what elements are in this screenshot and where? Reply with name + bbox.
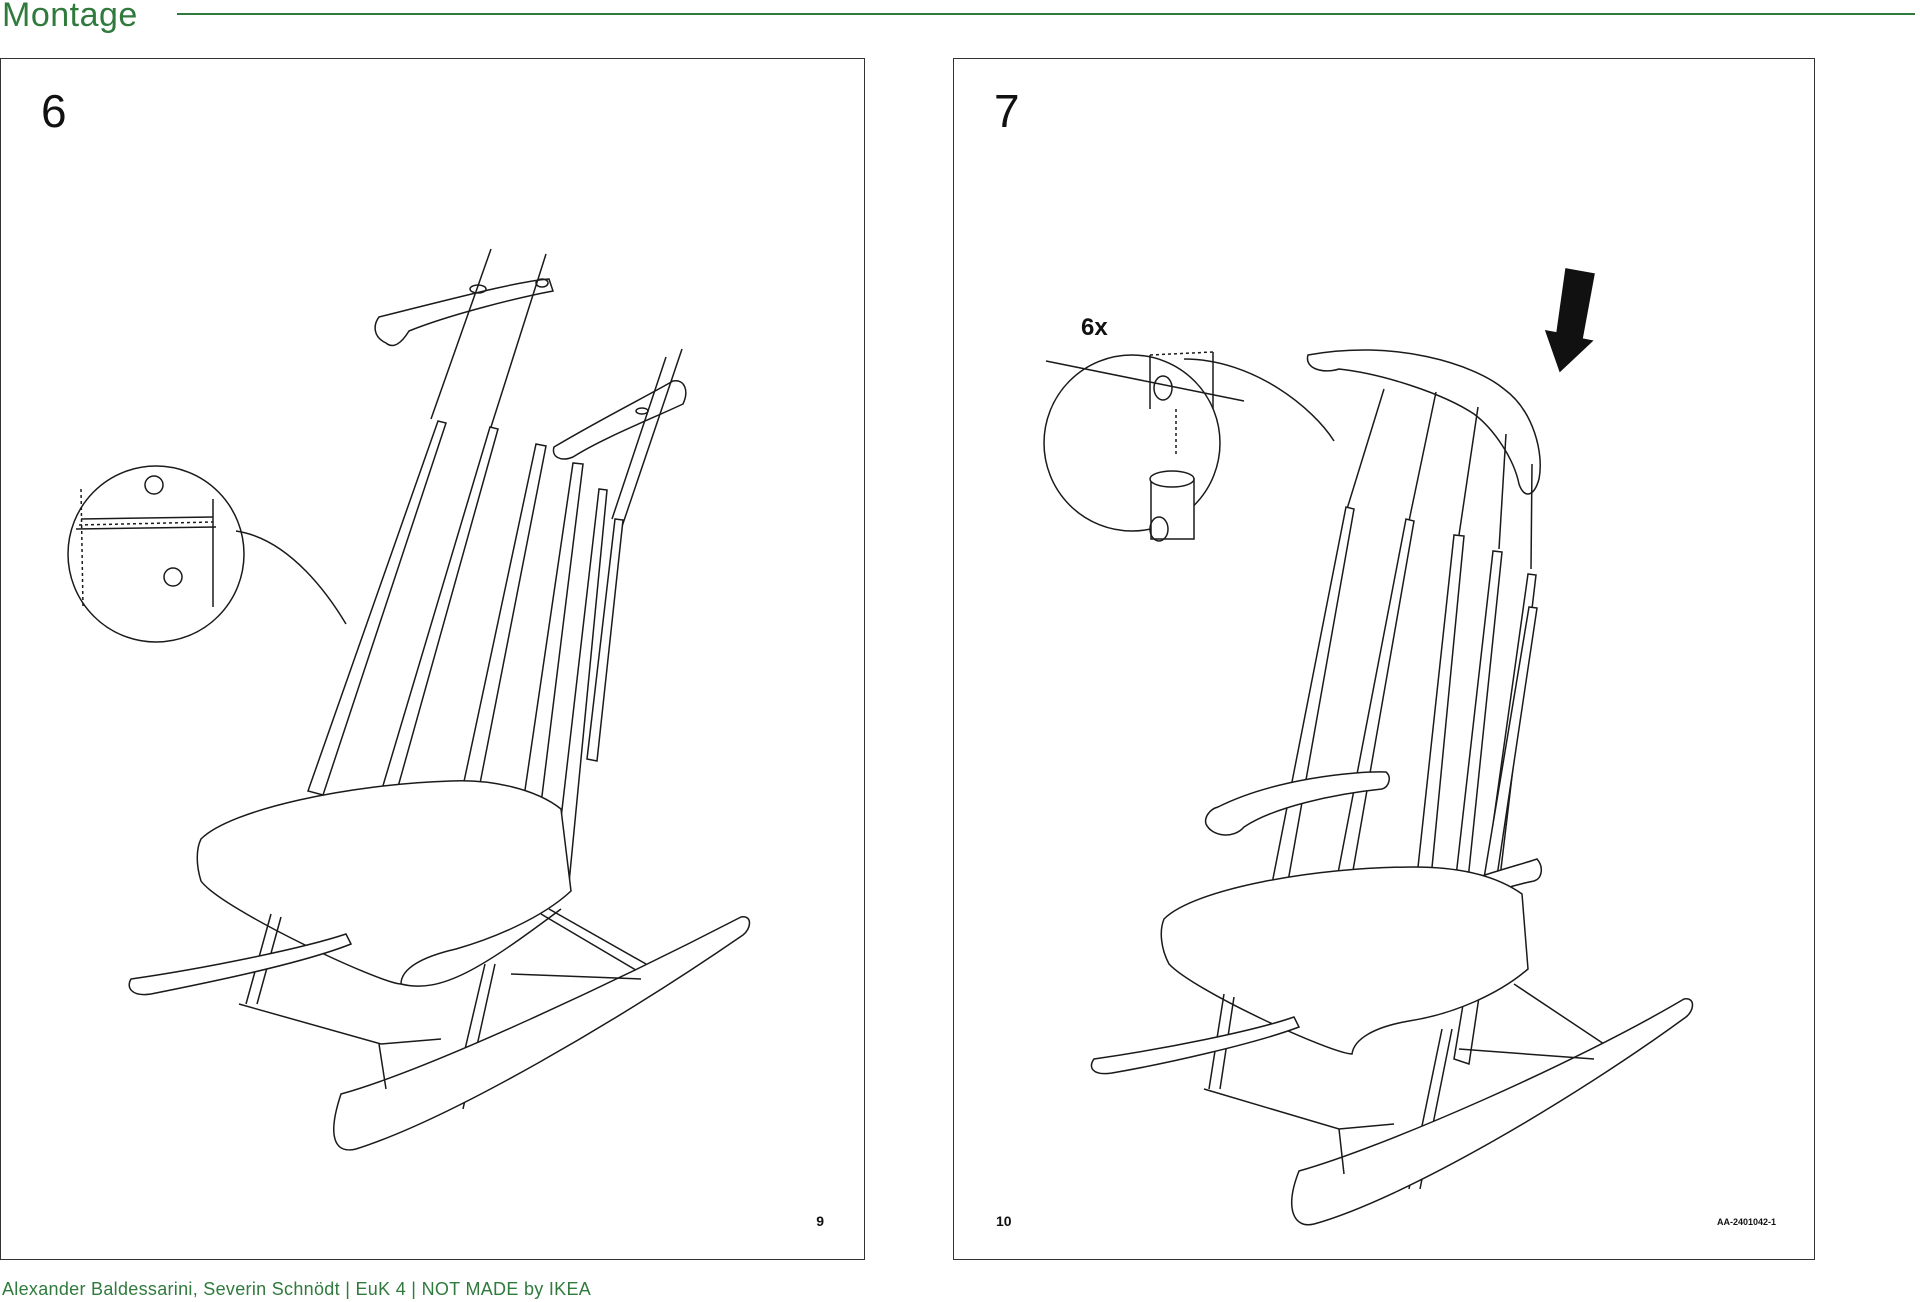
- footer-credits: Alexander Baldessarini, Severin Schnödt …: [2, 1279, 592, 1299]
- quantity-label: 6x: [1081, 314, 1108, 341]
- header-divider: [177, 13, 1915, 15]
- page-number: 10: [996, 1213, 1012, 1229]
- page-title: Montage: [2, 0, 138, 34]
- rocking-chair-step-7-illustration: [954, 59, 1814, 1259]
- step-number: 6: [41, 85, 67, 137]
- instruction-page-step-6: 6: [0, 58, 865, 1260]
- document-code: AA-2401042-1: [1716, 1217, 1776, 1227]
- detail-magnifier: [68, 466, 346, 642]
- down-arrow-icon: [1546, 269, 1594, 371]
- rocking-chair-step-6-illustration: [1, 59, 864, 1259]
- page-number: 9: [816, 1213, 824, 1229]
- step-number: 7: [994, 85, 1020, 137]
- detail-magnifier: [1044, 352, 1334, 541]
- instruction-page-step-7: 7: [953, 58, 1815, 1260]
